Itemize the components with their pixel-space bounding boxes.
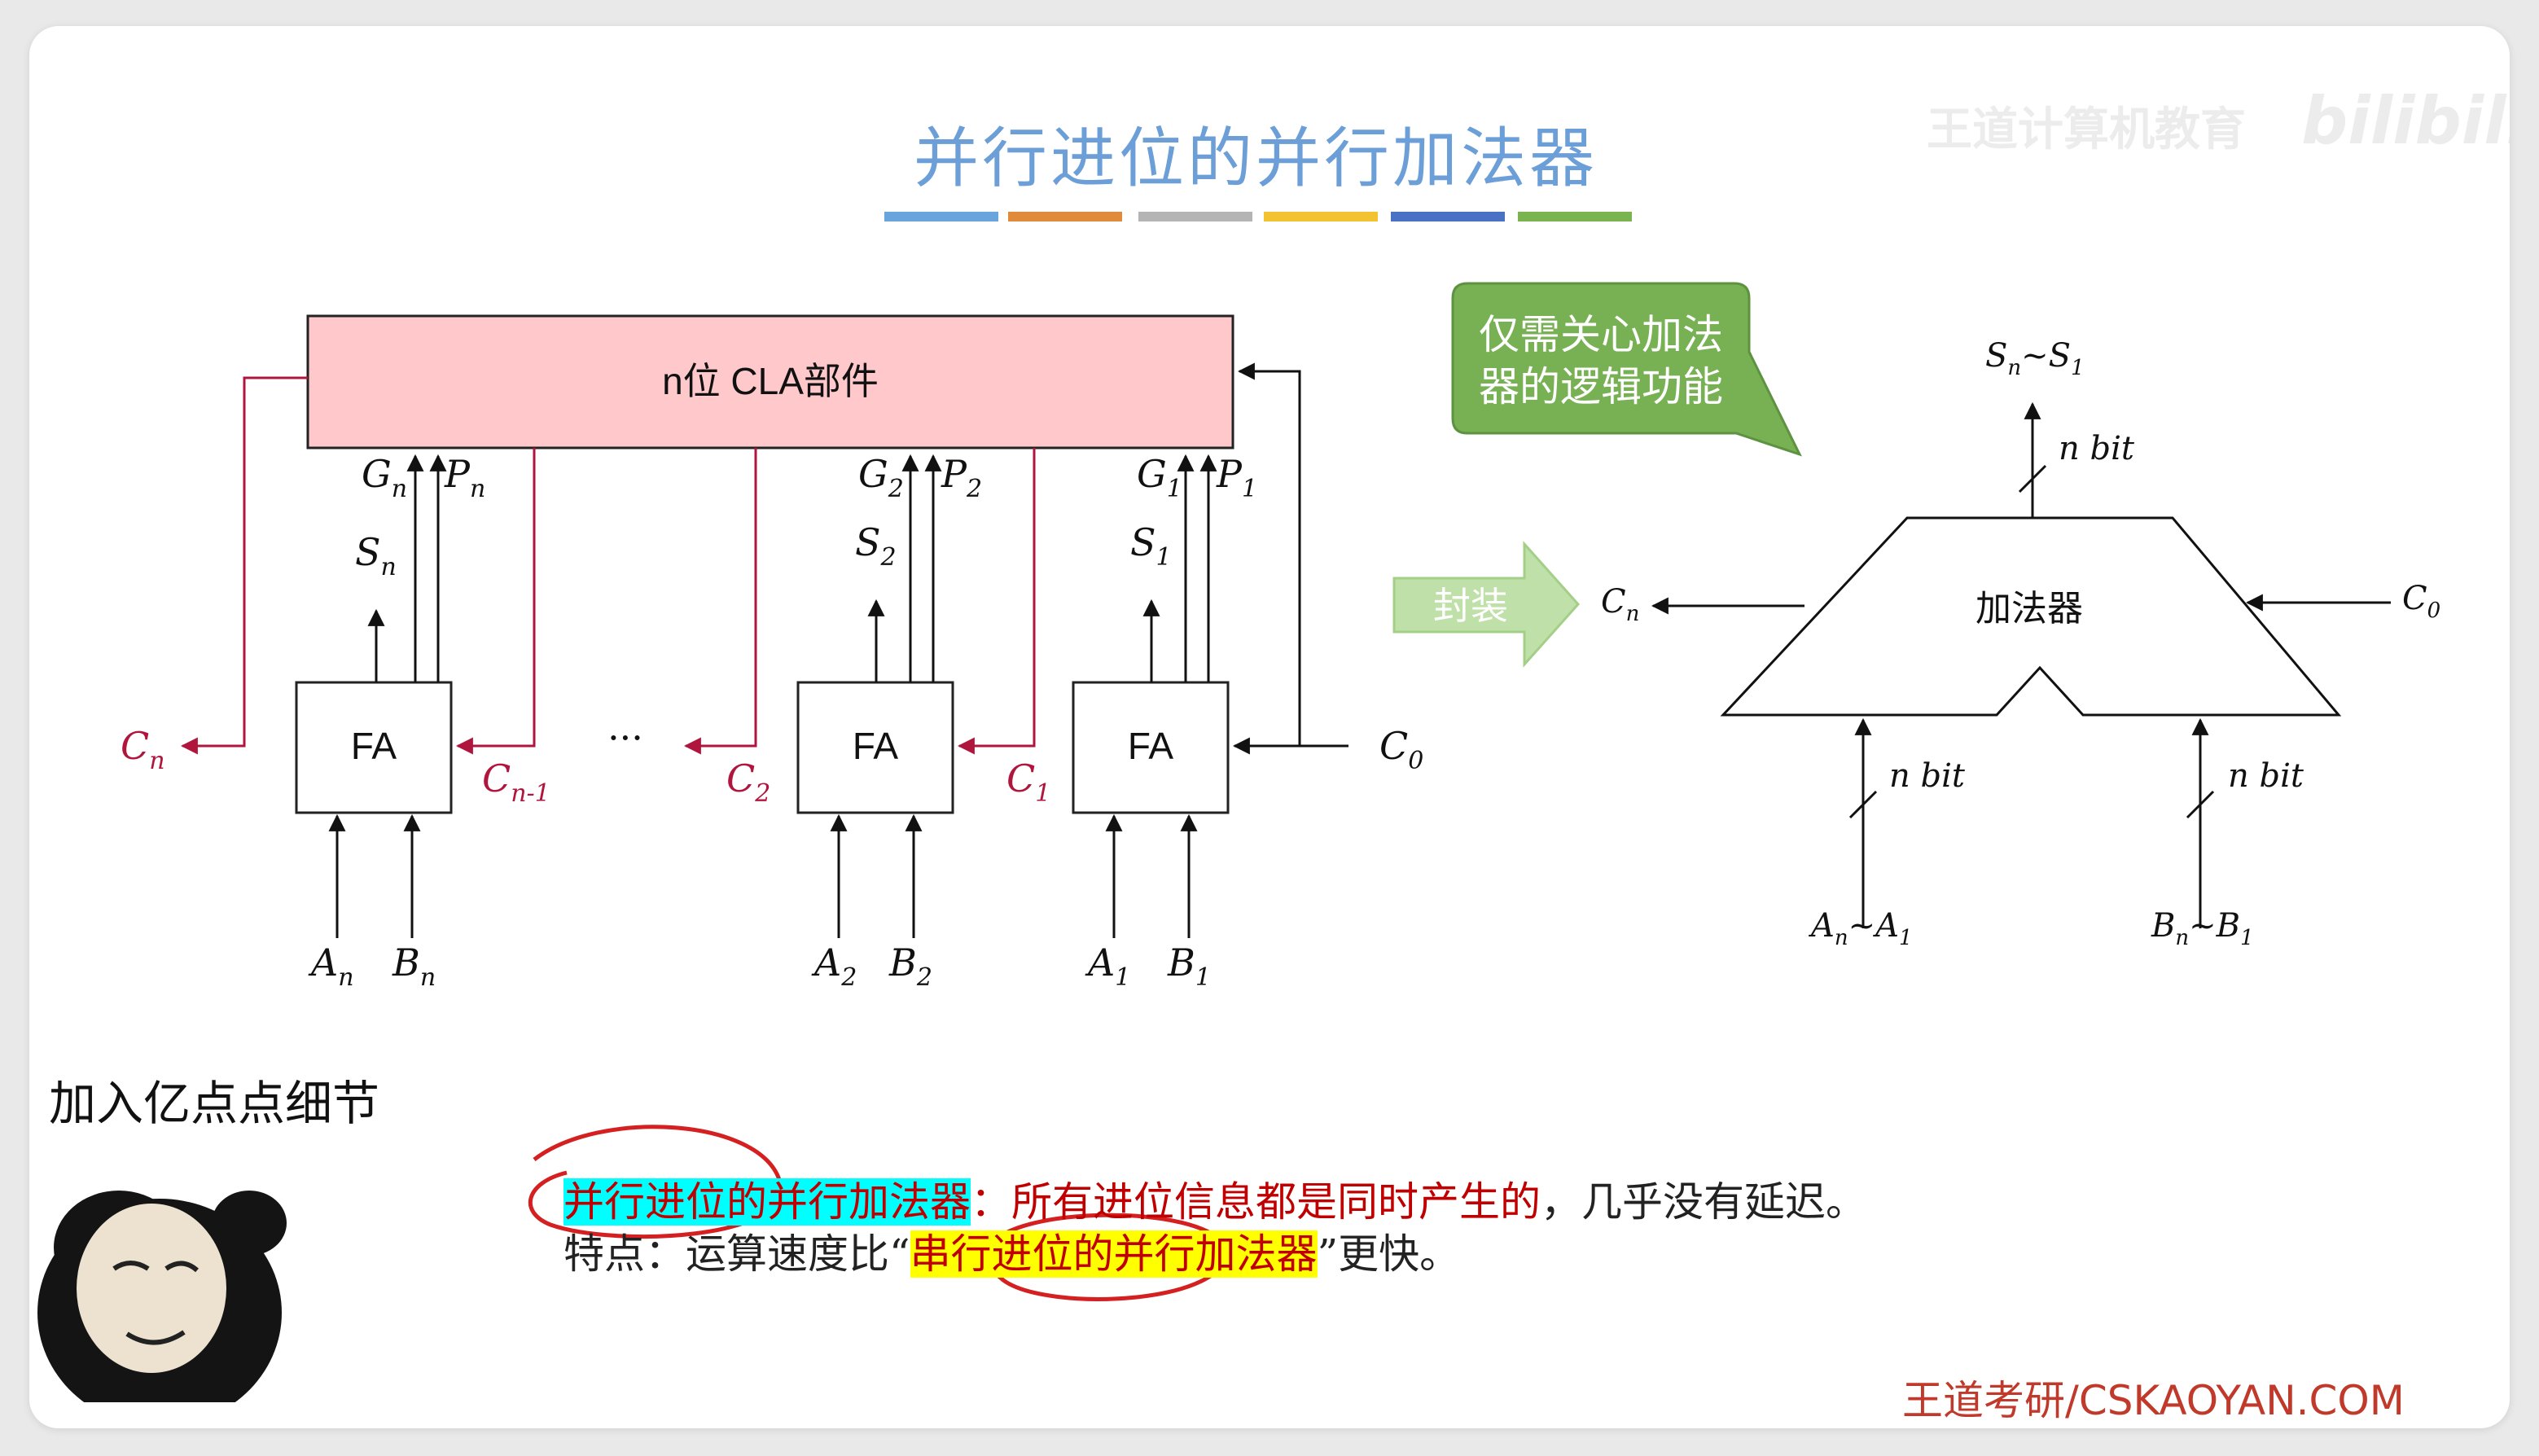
underline-bar-4 [1264,212,1378,221]
slide: 王道计算机教育 bilibili 并行进位的并行加法器 n位 CLA部件 F [29,26,2510,1428]
ellipsis: ··· [607,716,643,760]
adder-shape [1720,516,2342,717]
label-cn-1: Cn-1 [482,757,550,808]
meme-caption: 加入亿点点细节 [49,1076,380,1131]
watermark: 王道计算机教育 [1927,103,2246,156]
line2-start: 特点：运算速度比“ [563,1230,910,1278]
adder-label: 加法器 [1976,589,2083,629]
label-c0-left: C0 [1379,724,1423,775]
highlight-serial-carry: 串行进位的并行加法器 [910,1230,1318,1278]
label-b1: B1 [1167,941,1211,992]
fa-input-arrows [328,814,1198,938]
line2-end: ”更快。 [1317,1230,1461,1278]
footer-brand: 王道考研/CSKAOYAN.COM [1902,1377,2405,1424]
c0-routing [1232,362,1348,755]
label-c1: C1 [1006,757,1050,808]
highlight-parallel-carry: 并行进位的并行加法器 [563,1178,971,1226]
title-underline [884,212,1632,221]
underline-bar-1 [884,212,998,221]
adder-input-a-bit: n bit [1889,757,1966,795]
diagram-canvas: n位 CLA部件 FA FA FA [121,212,2440,1301]
callout-line-1: 仅需关心加法 [1479,312,1723,357]
label-s1: S1 [1130,520,1172,572]
carry-lines [180,376,1036,755]
panda-meme-image [29,1191,298,1428]
fa-label-1: FA [1128,725,1174,767]
label-g2: G2 [858,452,904,503]
fa-output-arrows [367,454,1217,682]
adder-input-a: An~A1 [1808,907,1913,950]
label-a2: A2 [811,941,857,992]
callout-bubble: 仅需关心加法 器的逻辑功能 [1451,282,1802,457]
adder-output-bit: n bit [2059,430,2135,467]
callout-line-2: 器的逻辑功能 [1479,364,1723,410]
underline-bar-3 [1138,212,1252,221]
label-p2: P2 [941,452,982,503]
label-s2: S2 [855,520,897,572]
label-sn: Sn [355,530,397,581]
label-gn: Gn [362,452,407,503]
label-bn: Bn [392,941,436,992]
label-p1: P1 [1216,452,1257,503]
label-pn: Pn [444,452,485,503]
text-line-1: 并行进位的并行加法器：所有进位信息都是同时产生的，几乎没有延迟。 [563,1169,1866,1228]
label-a1: A1 [1085,941,1130,992]
fa-box-n [295,681,453,814]
label-cn-left: Cn [121,724,165,775]
adder-input-b-bit: n bit [2228,757,2304,795]
fa-label-n: FA [351,725,397,767]
label-an: An [308,941,354,992]
adder-output-label: Sn~S1 [1985,337,2085,380]
line1-rest: ，几乎没有延迟。 [1541,1178,1866,1226]
underline-bar-5 [1391,212,1505,221]
cla-unit-box [306,314,1234,450]
wrap-arrow: 封装 [1392,541,1581,668]
label-g1: G1 [1137,452,1182,503]
underline-bar-6 [1518,212,1632,221]
fa-label-2: FA [853,725,899,767]
underline-bar-2 [1008,212,1122,221]
adder-input-b: Bn~B1 [2151,907,2254,950]
line1-colon: ： [971,1178,1011,1226]
cla-unit-label: n位 CLA部件 [662,360,879,402]
adder-c0: C0 [2402,580,2440,623]
label-c2: C2 [726,757,770,808]
text-line-2: 特点：运算速度比“串行进位的并行加法器”更快。 [563,1221,1460,1280]
adder-arrows [1651,401,2391,928]
slide-title: 并行进位的并行加法器 [914,121,1598,196]
bilibili-logo: bilibili [2301,83,2510,159]
adder-cn: Cn [1601,583,1639,626]
wrap-arrow-label: 封装 [1433,585,1508,627]
fa-box-2 [796,681,954,814]
label-b2: B2 [888,941,932,992]
line1-red-text: 所有进位信息都是同时产生的 [1011,1178,1541,1226]
